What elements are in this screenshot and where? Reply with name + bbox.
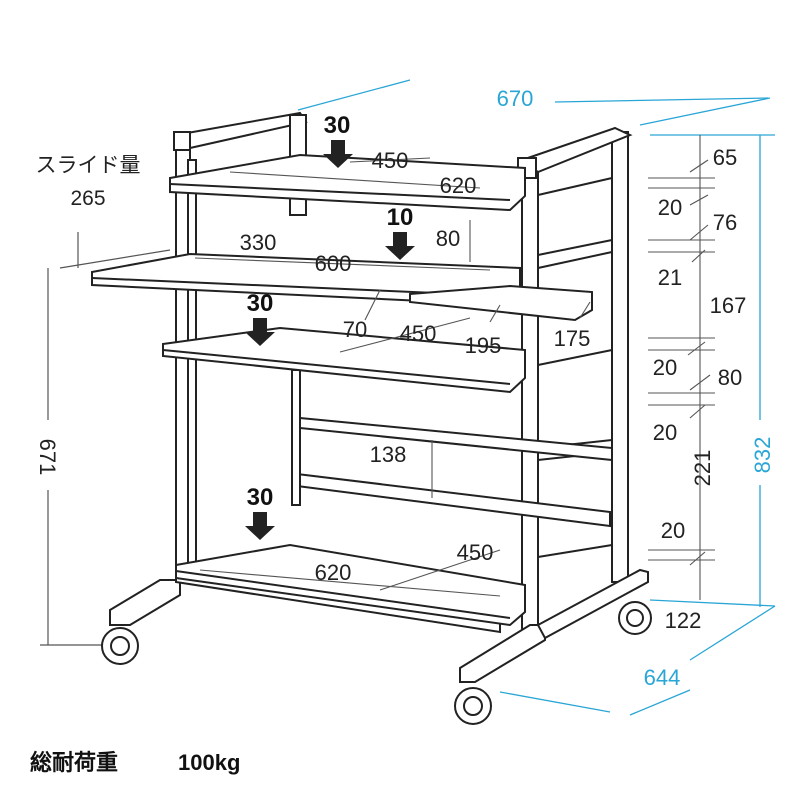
dim-mid-depth bbox=[339, 317, 471, 353]
width-dim-line-left bbox=[297, 79, 411, 111]
chain-76-label: 76 bbox=[713, 210, 737, 235]
dim-kb-width bbox=[194, 257, 491, 271]
post-left-back-inner bbox=[187, 159, 197, 571]
chain-leader-80 bbox=[689, 374, 711, 391]
chain-122-label: 122 bbox=[665, 608, 702, 633]
rail-right-3 bbox=[537, 251, 613, 269]
chain-leader-21 bbox=[691, 249, 706, 263]
chain-leader-20a bbox=[689, 194, 709, 206]
chain-21-label: 21 bbox=[658, 265, 682, 290]
bottom-width-label: 620 bbox=[315, 560, 352, 585]
base-right bbox=[459, 624, 546, 683]
top-depth-label: 450 bbox=[372, 148, 409, 173]
slide-amount-label: スライド量 bbox=[36, 154, 141, 177]
top-width-label: 620 bbox=[440, 173, 477, 198]
base-right-back bbox=[536, 568, 649, 640]
cyan-dimensions bbox=[297, 79, 776, 716]
left-dimensions bbox=[40, 232, 171, 646]
handle-left bbox=[173, 111, 308, 150]
height-dim-bottom-ext bbox=[649, 599, 776, 607]
chain-20d-label: 20 bbox=[661, 518, 685, 543]
shelf-mouse bbox=[409, 284, 593, 322]
dim-top-width bbox=[229, 171, 481, 189]
rail-right-7 bbox=[537, 544, 613, 558]
post-mid-lower bbox=[291, 369, 301, 506]
crossbar-lower bbox=[296, 472, 611, 528]
chain-leader-76 bbox=[689, 224, 709, 241]
kb-330-label: 330 bbox=[240, 230, 277, 255]
kb-width-label: 600 bbox=[315, 251, 352, 276]
depth-dim-line-top bbox=[689, 605, 776, 661]
right-dimension-chain bbox=[648, 135, 715, 600]
slide-height-label: 671 bbox=[35, 439, 60, 476]
arrow-bottom-icon bbox=[245, 512, 275, 540]
caster-back-right-hub bbox=[626, 609, 644, 627]
mid-195-label: 195 bbox=[465, 333, 502, 358]
chain-leader-20d bbox=[689, 551, 706, 566]
bottom-depth-label: 450 bbox=[457, 540, 494, 565]
arrow-keyboard-icon bbox=[385, 232, 415, 260]
rail-right-2 bbox=[537, 239, 613, 256]
shelf-top-edge bbox=[169, 183, 511, 201]
bar-138-label: 138 bbox=[370, 442, 407, 467]
load-bottom-label: 30 bbox=[247, 484, 274, 511]
overall-width-label: 670 bbox=[497, 86, 534, 111]
rail-right-4 bbox=[537, 349, 613, 366]
caster-front-right-hub bbox=[463, 696, 483, 716]
chain-20a-label: 20 bbox=[658, 195, 682, 220]
width-dim-ext bbox=[639, 97, 771, 126]
base-left bbox=[109, 579, 181, 626]
overall-height-label: 832 bbox=[750, 437, 775, 474]
dim-bottom-width bbox=[199, 569, 501, 597]
dim-mid-195 bbox=[489, 304, 501, 323]
shelves bbox=[91, 153, 593, 627]
load-middle-label: 30 bbox=[247, 290, 274, 317]
caster-front-left-hub bbox=[110, 636, 130, 656]
chain-167-label: 167 bbox=[710, 293, 747, 318]
load-keyboard-label: 10 bbox=[387, 204, 414, 231]
dim-kb-70 bbox=[364, 289, 381, 321]
mid-175-label: 175 bbox=[554, 326, 591, 351]
kb-80-label: 80 bbox=[436, 226, 460, 251]
shelf-bottom-edge bbox=[175, 570, 511, 619]
post-right-back bbox=[611, 131, 629, 583]
width-dim-line-right bbox=[554, 97, 769, 103]
overall-depth-label: 644 bbox=[644, 665, 681, 690]
handle-left-cap bbox=[173, 131, 191, 151]
kb-70-label: 70 bbox=[343, 317, 367, 342]
slide-amount-value: 265 bbox=[70, 187, 105, 210]
load-top-label: 30 bbox=[324, 112, 351, 139]
chain-leader-65 bbox=[689, 159, 709, 173]
depth-dim-line-bottom bbox=[499, 691, 611, 713]
mid-depth-label: 450 bbox=[400, 321, 437, 346]
dim-bottom-depth bbox=[379, 549, 501, 591]
total-load-value: 100kg bbox=[178, 750, 240, 775]
post-right-front bbox=[521, 164, 539, 636]
crossbar-upper bbox=[299, 416, 613, 462]
load-arrows bbox=[245, 140, 415, 540]
chain-20c-label: 20 bbox=[653, 420, 677, 445]
shelf-middle-edge bbox=[162, 349, 511, 385]
chain-80-label: 80 bbox=[718, 365, 742, 390]
casters bbox=[101, 601, 652, 725]
chain-leader-20c bbox=[689, 404, 706, 419]
chain-leader-20b bbox=[687, 341, 706, 356]
dim-top-depth bbox=[349, 157, 431, 163]
chain-20b-label: 20 bbox=[653, 355, 677, 380]
total-load-label: 総耐荷重 bbox=[30, 750, 118, 775]
arrow-top-icon bbox=[323, 140, 353, 168]
dim-mid-175 bbox=[579, 301, 591, 319]
shelf-bottom bbox=[175, 543, 526, 627]
depth-dim-ext bbox=[629, 689, 691, 716]
inner-dimensions bbox=[194, 157, 591, 597]
arrow-middle-icon bbox=[245, 318, 275, 346]
chain-65-label: 65 bbox=[713, 145, 737, 170]
chain-221-label: 221 bbox=[690, 450, 715, 487]
rail-right-1 bbox=[537, 177, 613, 196]
